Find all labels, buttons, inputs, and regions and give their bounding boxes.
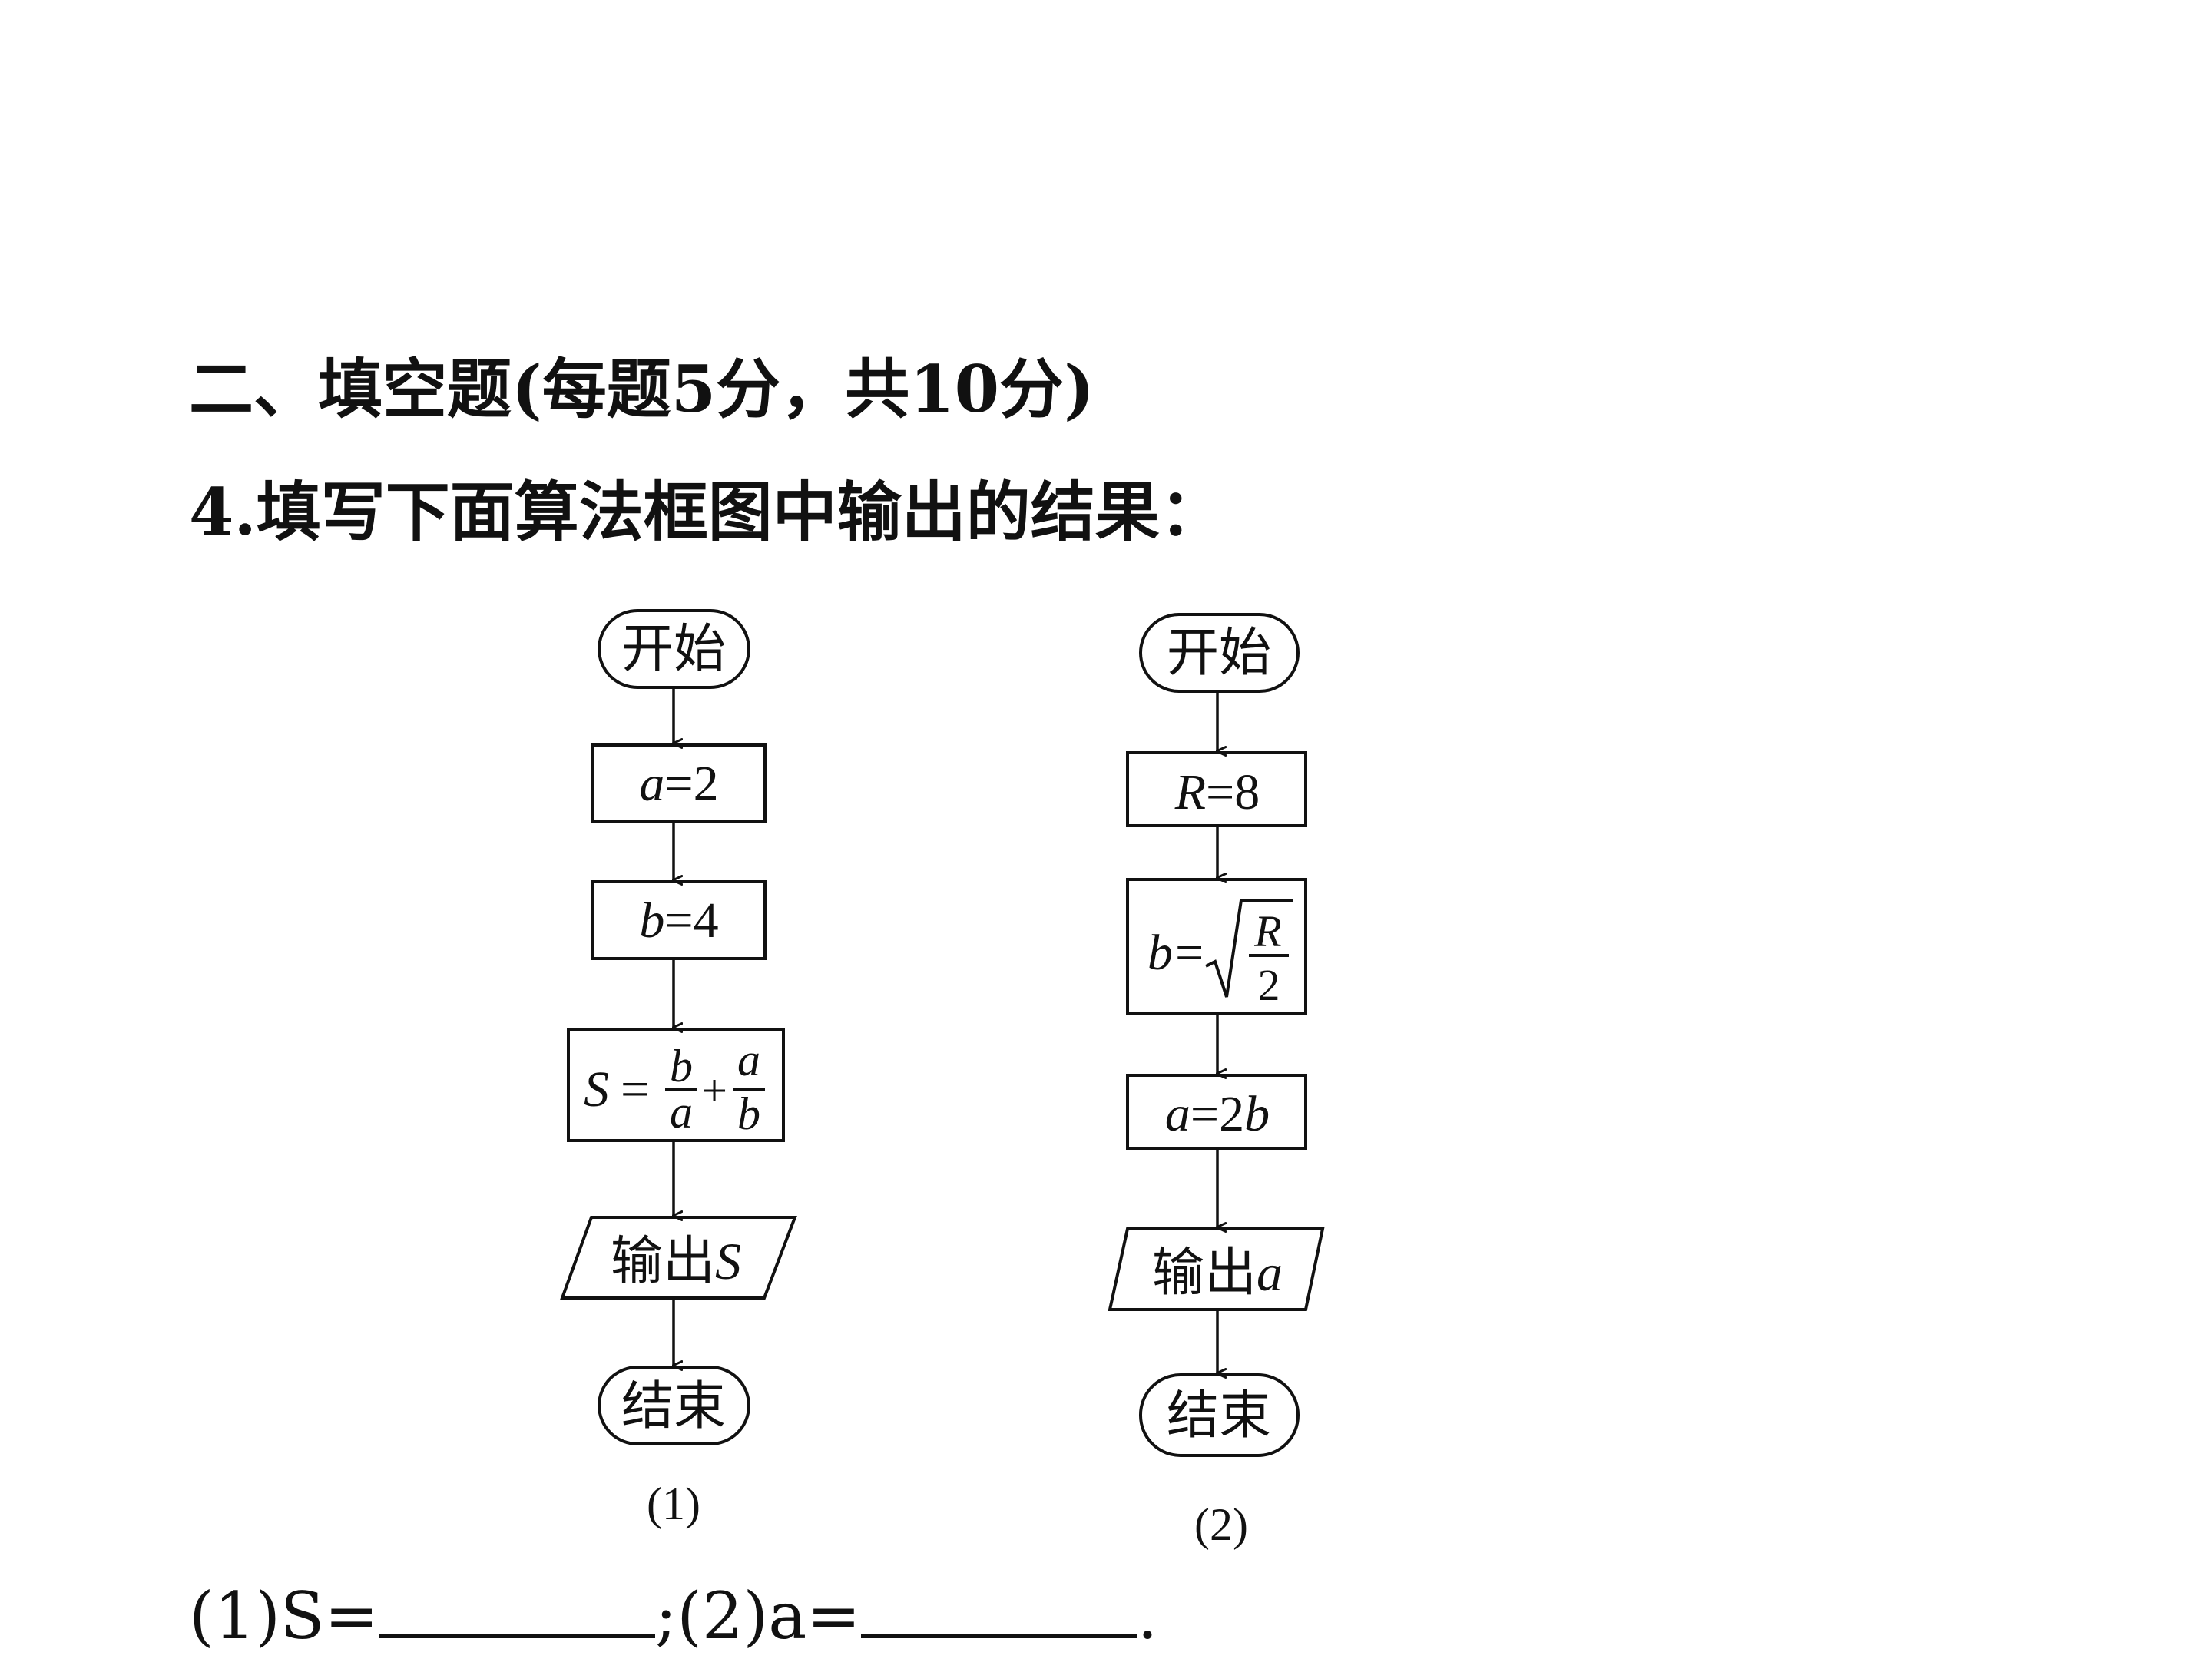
fc2-sqrt-num: R bbox=[1253, 906, 1281, 956]
fc2-output-parallelogram bbox=[1108, 1227, 1325, 1311]
sqrt-symbol bbox=[1205, 899, 1293, 998]
question-text: 4.填写下面算法框图中输出的结果： bbox=[189, 474, 1224, 550]
fc2-step3-text: a=2b bbox=[1165, 1086, 1270, 1142]
fc1-frac2-num: a bbox=[737, 1035, 760, 1085]
answer-blank-1[interactable] bbox=[378, 1581, 655, 1638]
fc1-step1-text: a=2 bbox=[639, 756, 718, 812]
fc1-step2-text: b=4 bbox=[639, 892, 718, 949]
section-heading: 二、填空题(每题5分，共10分) bbox=[189, 351, 1094, 427]
answer-line: (1)S= ;(2)a=. bbox=[189, 1578, 1157, 1654]
fc1-frac1-den: a bbox=[670, 1087, 693, 1137]
answer-part1: (1)S= bbox=[189, 1578, 379, 1654]
fc1-end-label: 结束 bbox=[621, 1376, 726, 1437]
flowchart-1: 开始 a=2 b=4 S = b a + a b 输出S 结束 (1) bbox=[560, 609, 797, 1529]
fc1-caption: (1) bbox=[647, 1479, 700, 1529]
fc2-step1-text: R=8 bbox=[1174, 764, 1260, 820]
fc1-start-label: 开始 bbox=[621, 619, 726, 680]
fc2-end-terminal bbox=[1139, 1373, 1300, 1457]
answer-sep: ;(2)a= bbox=[654, 1578, 861, 1654]
fc2-caption: (2) bbox=[1194, 1499, 1248, 1550]
fc1-plus: + bbox=[701, 1065, 727, 1116]
fc2-sqrt-den: 2 bbox=[1258, 960, 1280, 1010]
fc1-step1-box bbox=[591, 743, 767, 823]
fc1-step3-eq: = bbox=[621, 1061, 649, 1118]
answer-end: . bbox=[1137, 1578, 1158, 1654]
fc1-step3-lhs: S bbox=[584, 1061, 609, 1118]
fc2-step2-eq: = bbox=[1175, 925, 1204, 981]
fc1-step2-box bbox=[591, 880, 767, 960]
fc2-output-text: 输出a bbox=[1152, 1243, 1283, 1303]
fc1-output-parallelogram bbox=[560, 1216, 797, 1300]
fc1-frac2-den: b bbox=[737, 1088, 760, 1139]
answer-blank-2[interactable] bbox=[860, 1581, 1137, 1638]
fc2-step2-var: b bbox=[1147, 925, 1173, 981]
fc2-start-label: 开始 bbox=[1167, 623, 1271, 684]
fc1-frac1-num: b bbox=[670, 1041, 693, 1091]
fc1-end-terminal bbox=[598, 1366, 750, 1445]
fc2-end-label: 结束 bbox=[1167, 1386, 1271, 1446]
fc1-output-text: 输出S bbox=[611, 1231, 741, 1292]
fc2-start-terminal bbox=[1139, 613, 1300, 693]
fc1-step3-box bbox=[567, 1028, 785, 1142]
flowchart-2: 开始 R=8 b = R 2 a=2b 输出a 结束 (2) bbox=[1108, 613, 1325, 1550]
